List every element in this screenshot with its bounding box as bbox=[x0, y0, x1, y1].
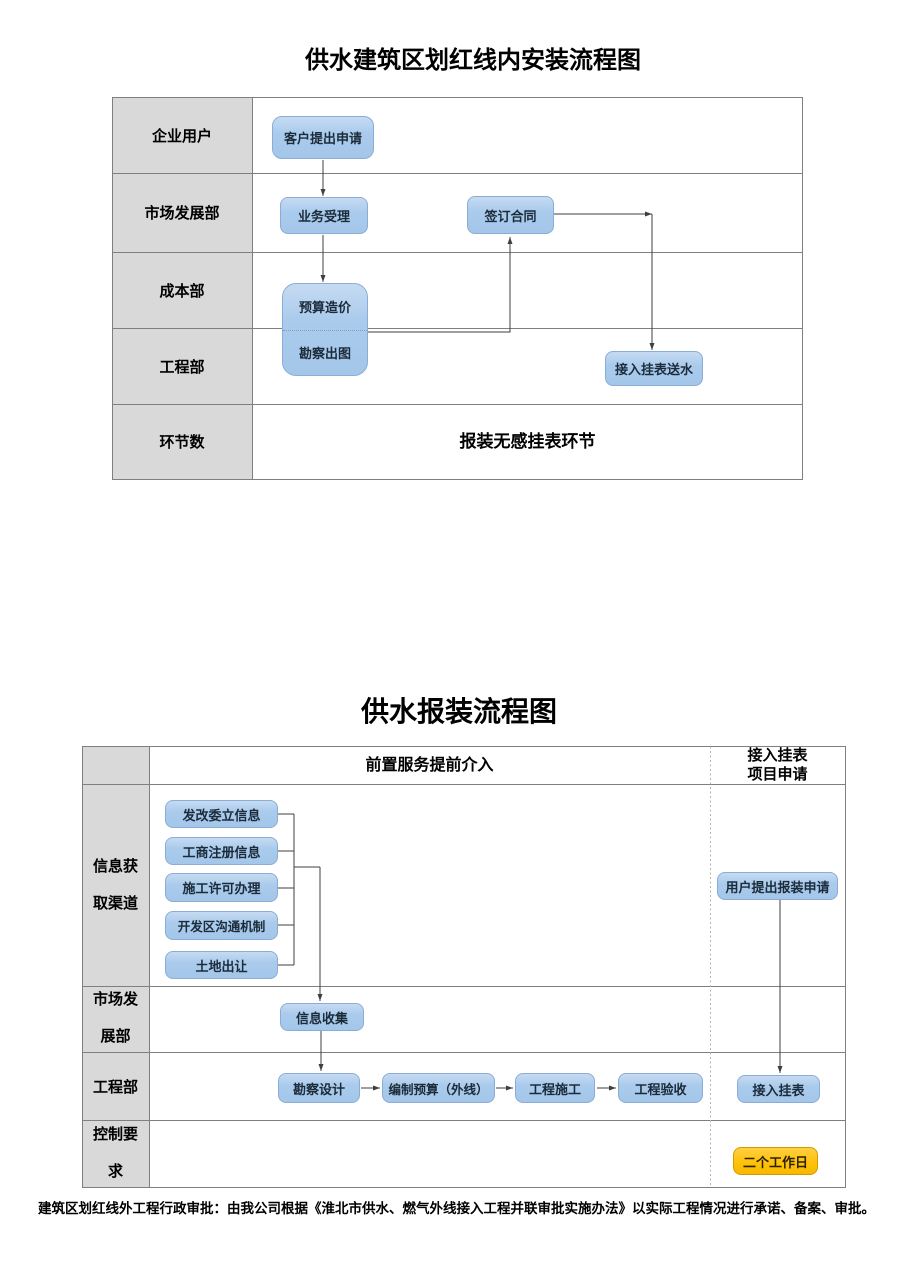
flow-node-customer-apply: 客户提出申请 bbox=[272, 116, 374, 159]
flow-node-sign-contract: 签订合同 bbox=[467, 196, 554, 234]
chart2-lane-info-channels: 信息获取渠道 bbox=[82, 785, 149, 986]
chart1-lane-enterprise-user: 企业用户 bbox=[151, 128, 212, 145]
flow-node-business-registration: 工商注册信息 bbox=[165, 837, 278, 865]
flow-node-construction-permit: 施工许可办理 bbox=[165, 873, 278, 902]
flow-node-dev-zone-communication: 开发区沟通机制 bbox=[165, 911, 278, 940]
flow-node-two-workdays-badge: 二个工作日 bbox=[733, 1147, 818, 1175]
chart2-lane-market-dept: 市场发展部 bbox=[82, 986, 149, 1052]
chart2-header-pre-service: 前置服务提前介入 bbox=[365, 757, 494, 774]
chart1-lane-cost-dept: 成本部 bbox=[159, 283, 205, 300]
chart2-lane-control-req: 控制要求 bbox=[82, 1121, 149, 1187]
chart1-step-note: 报装无感挂表环节 bbox=[459, 432, 596, 451]
chart2-header-meter-project: 接入挂表 项目申请 bbox=[710, 747, 845, 785]
flow-node-survey-drawing: 勘察出图 bbox=[283, 329, 367, 376]
chart2-title: 供水报装流程图 bbox=[360, 697, 557, 728]
chart2-header-meter-line2: 项目申请 bbox=[747, 767, 808, 783]
flow-node-budget-survey-group: 预算造价 勘察出图 bbox=[282, 283, 368, 376]
flow-node-meter-connect: 接入挂表 bbox=[737, 1075, 820, 1103]
flow-node-project-acceptance: 工程验收 bbox=[618, 1073, 703, 1103]
flow-node-land-transfer: 土地出让 bbox=[165, 951, 278, 979]
chart1-lane-engineering-dept: 工程部 bbox=[159, 359, 205, 376]
chart2-connectors bbox=[278, 813, 783, 1091]
chart1-lane-market-dept: 市场发展部 bbox=[144, 206, 220, 222]
chart2-lane-control-req-label: 控制要求 bbox=[93, 1127, 139, 1180]
flow-node-user-apply-meter: 用户提出报装申请 bbox=[717, 872, 838, 900]
flow-node-business-accept: 业务受理 bbox=[280, 197, 368, 234]
chart2-lane-market-dept-label: 市场发展部 bbox=[93, 992, 139, 1045]
chart1-title: 供水建筑区划红线内安装流程图 bbox=[305, 48, 641, 74]
flow-node-budget-estimate: 预算造价 bbox=[298, 300, 351, 316]
flow-node-ndrc-info: 发改委立信息 bbox=[165, 800, 278, 828]
chart2-header-meter-line1: 接入挂表 bbox=[747, 748, 808, 764]
flow-node-budget-outline: 编制预算（外线） bbox=[382, 1073, 495, 1103]
flow-node-info-collection: 信息收集 bbox=[280, 1003, 364, 1031]
chart1-connectors bbox=[320, 160, 655, 350]
flow-node-construction-work: 工程施工 bbox=[515, 1073, 595, 1103]
page-footnote: 建筑区划红线外工程行政审批：由我公司根据《淮北市供水、燃气外线接入工程并联审批实… bbox=[38, 1201, 875, 1216]
flow-node-connect-meter-water: 接入挂表送水 bbox=[605, 351, 703, 386]
flow-node-survey-design: 勘察设计 bbox=[278, 1073, 360, 1103]
chart2-lane-engineering-dept: 工程部 bbox=[92, 1080, 138, 1096]
chart1-lane-step-count: 环节数 bbox=[159, 435, 205, 451]
chart2-lane-info-channels-label: 信息获取渠道 bbox=[93, 858, 139, 912]
